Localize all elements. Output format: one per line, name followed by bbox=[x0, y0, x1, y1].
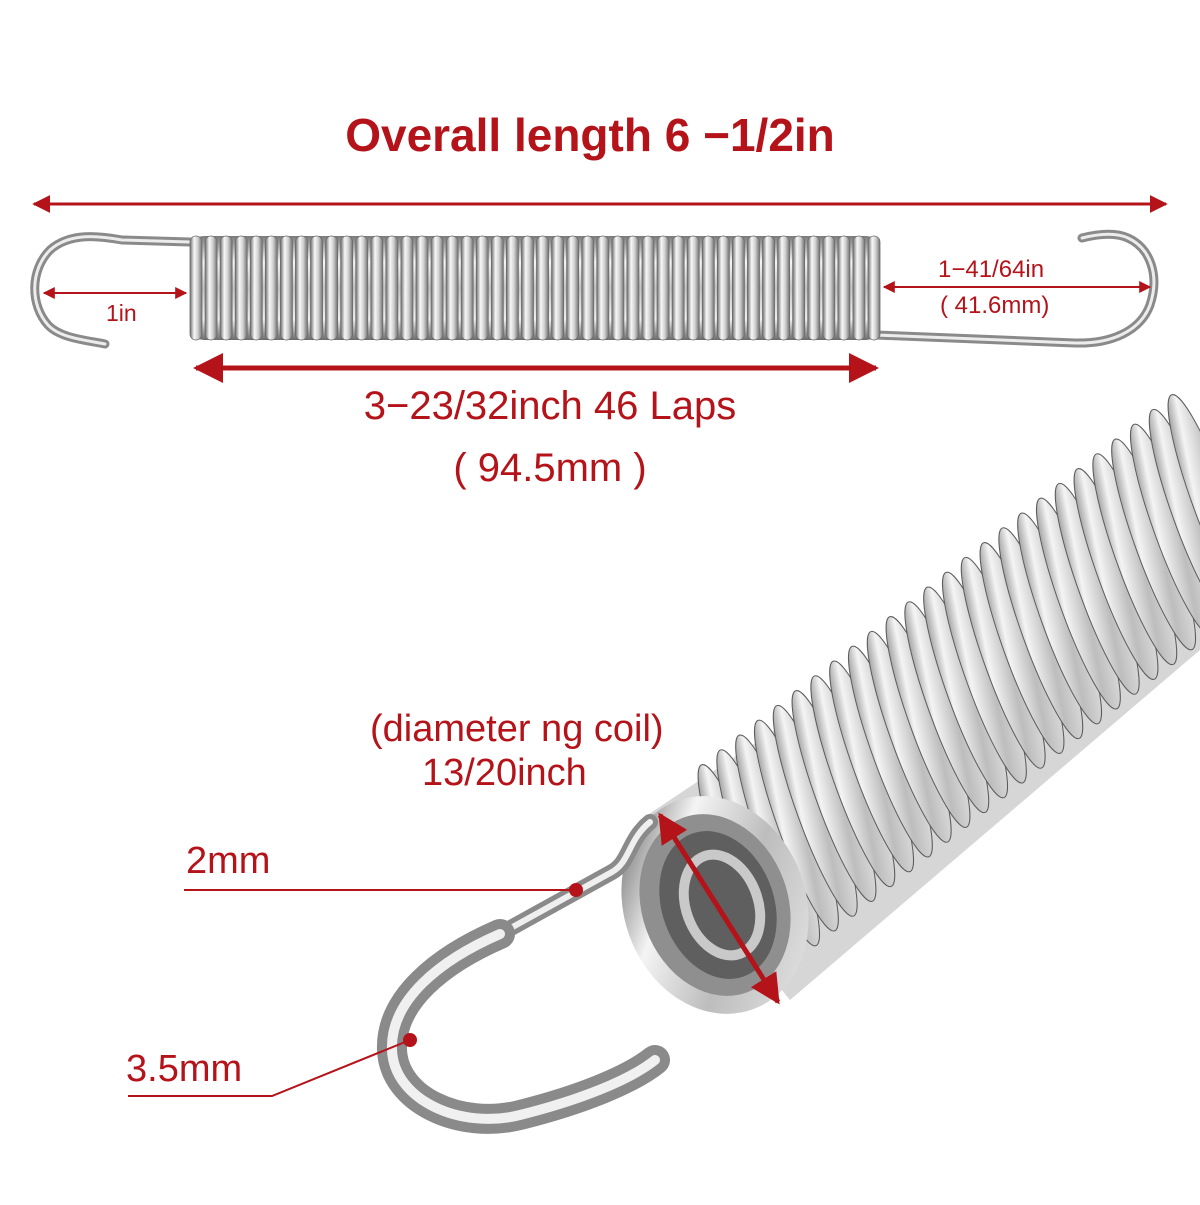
coil-turn bbox=[641, 235, 655, 341]
coil-turn bbox=[430, 235, 444, 341]
coil-turn bbox=[777, 235, 790, 341]
coil-turn bbox=[279, 235, 293, 341]
coil-turn bbox=[716, 235, 730, 341]
coil-turn bbox=[792, 235, 806, 341]
wire-diameter-label: 2mm bbox=[186, 840, 271, 882]
body-length-label: 3−23/32inch 46 Laps bbox=[363, 384, 737, 428]
coil-turn bbox=[189, 235, 203, 341]
right-hook bbox=[871, 229, 1159, 348]
coil-turn bbox=[340, 235, 354, 341]
coil-turn bbox=[807, 235, 821, 341]
coil-turn bbox=[505, 235, 519, 341]
coil-turns bbox=[189, 235, 881, 341]
coil-turn bbox=[264, 235, 278, 341]
coil-turn bbox=[400, 235, 414, 341]
small-spring bbox=[30, 229, 1159, 349]
coil-turn bbox=[415, 235, 429, 341]
coil-turn bbox=[732, 235, 745, 341]
coil-diameter-title: (diameter ng coil) bbox=[370, 708, 664, 750]
coil-turn bbox=[867, 235, 881, 341]
coil-turn bbox=[219, 235, 233, 341]
closeup-coil-turn bbox=[1167, 394, 1200, 606]
coil-turn bbox=[671, 235, 685, 341]
coil-turn bbox=[475, 235, 489, 341]
coil-turn bbox=[310, 235, 323, 341]
coil-turn bbox=[551, 235, 564, 341]
coil-turn bbox=[596, 235, 610, 341]
coil-turn bbox=[656, 235, 670, 341]
coil-turn bbox=[822, 235, 836, 341]
coil-turn bbox=[852, 235, 866, 341]
coil-turn bbox=[370, 235, 384, 341]
coil-turn bbox=[445, 235, 459, 341]
hook-leader-dot bbox=[403, 1033, 417, 1047]
coil-turn bbox=[762, 235, 775, 341]
overall-length-label: Overall length 6 −1/2in bbox=[345, 109, 835, 161]
right-hook-length-mm-label: ( 41.6mm) bbox=[940, 292, 1050, 319]
left-hook bbox=[30, 232, 195, 349]
hook-wire-diameter-label: 3.5mm bbox=[126, 1048, 243, 1090]
coil-turn bbox=[204, 235, 218, 341]
coil-turn bbox=[566, 235, 580, 341]
coil-turn bbox=[837, 235, 851, 341]
wire-leader-dot bbox=[569, 883, 583, 897]
coil-turn bbox=[686, 235, 700, 341]
coil-turn bbox=[747, 235, 760, 341]
coil-turn bbox=[234, 235, 248, 341]
right-hook-length-label: 1−41/64in bbox=[938, 256, 1045, 283]
closeup-coil-turn bbox=[1148, 408, 1200, 621]
coil-turn bbox=[626, 235, 640, 341]
coil-turn bbox=[611, 235, 625, 341]
body-length-mm-label: ( 94.5mm ) bbox=[453, 446, 647, 490]
coil-turn bbox=[490, 235, 504, 341]
coil-turn bbox=[355, 235, 369, 341]
coil-turn bbox=[521, 235, 534, 341]
coil-turn bbox=[460, 235, 474, 341]
coil-turn bbox=[325, 235, 339, 341]
hook-leader-line bbox=[128, 1039, 411, 1097]
coil-diameter-arrow bbox=[657, 812, 781, 1005]
coil-turn bbox=[385, 235, 399, 341]
coil-diameter-value: 13/20inch bbox=[422, 752, 587, 794]
coil-turn bbox=[295, 235, 308, 341]
left-hook-length-label: 1in bbox=[106, 300, 137, 326]
coil-turn bbox=[249, 235, 263, 341]
coil-turn bbox=[536, 235, 549, 341]
closeup-hook bbox=[377, 919, 670, 1134]
coil-turn bbox=[581, 235, 595, 341]
coil-turn bbox=[701, 235, 715, 341]
